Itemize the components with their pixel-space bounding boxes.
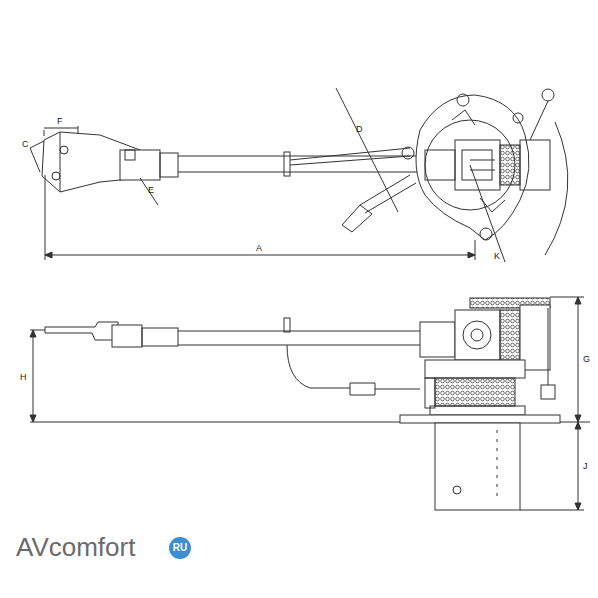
dimension-letter: D	[356, 125, 363, 134]
logo-badge	[169, 537, 191, 559]
dimension-letter: K	[494, 252, 500, 261]
dimension-letter: J	[583, 462, 588, 471]
dimension-letter: E	[148, 186, 154, 195]
dimension-letter: G	[583, 355, 590, 364]
dimension-letter: A	[256, 244, 262, 253]
watermark-badge-text: RU	[173, 543, 187, 553]
dimension-letter: C	[22, 140, 29, 149]
watermark: AVcomfort	[16, 534, 135, 560]
dimension-letter: H	[20, 373, 27, 382]
dimension-letter: F	[57, 117, 63, 126]
